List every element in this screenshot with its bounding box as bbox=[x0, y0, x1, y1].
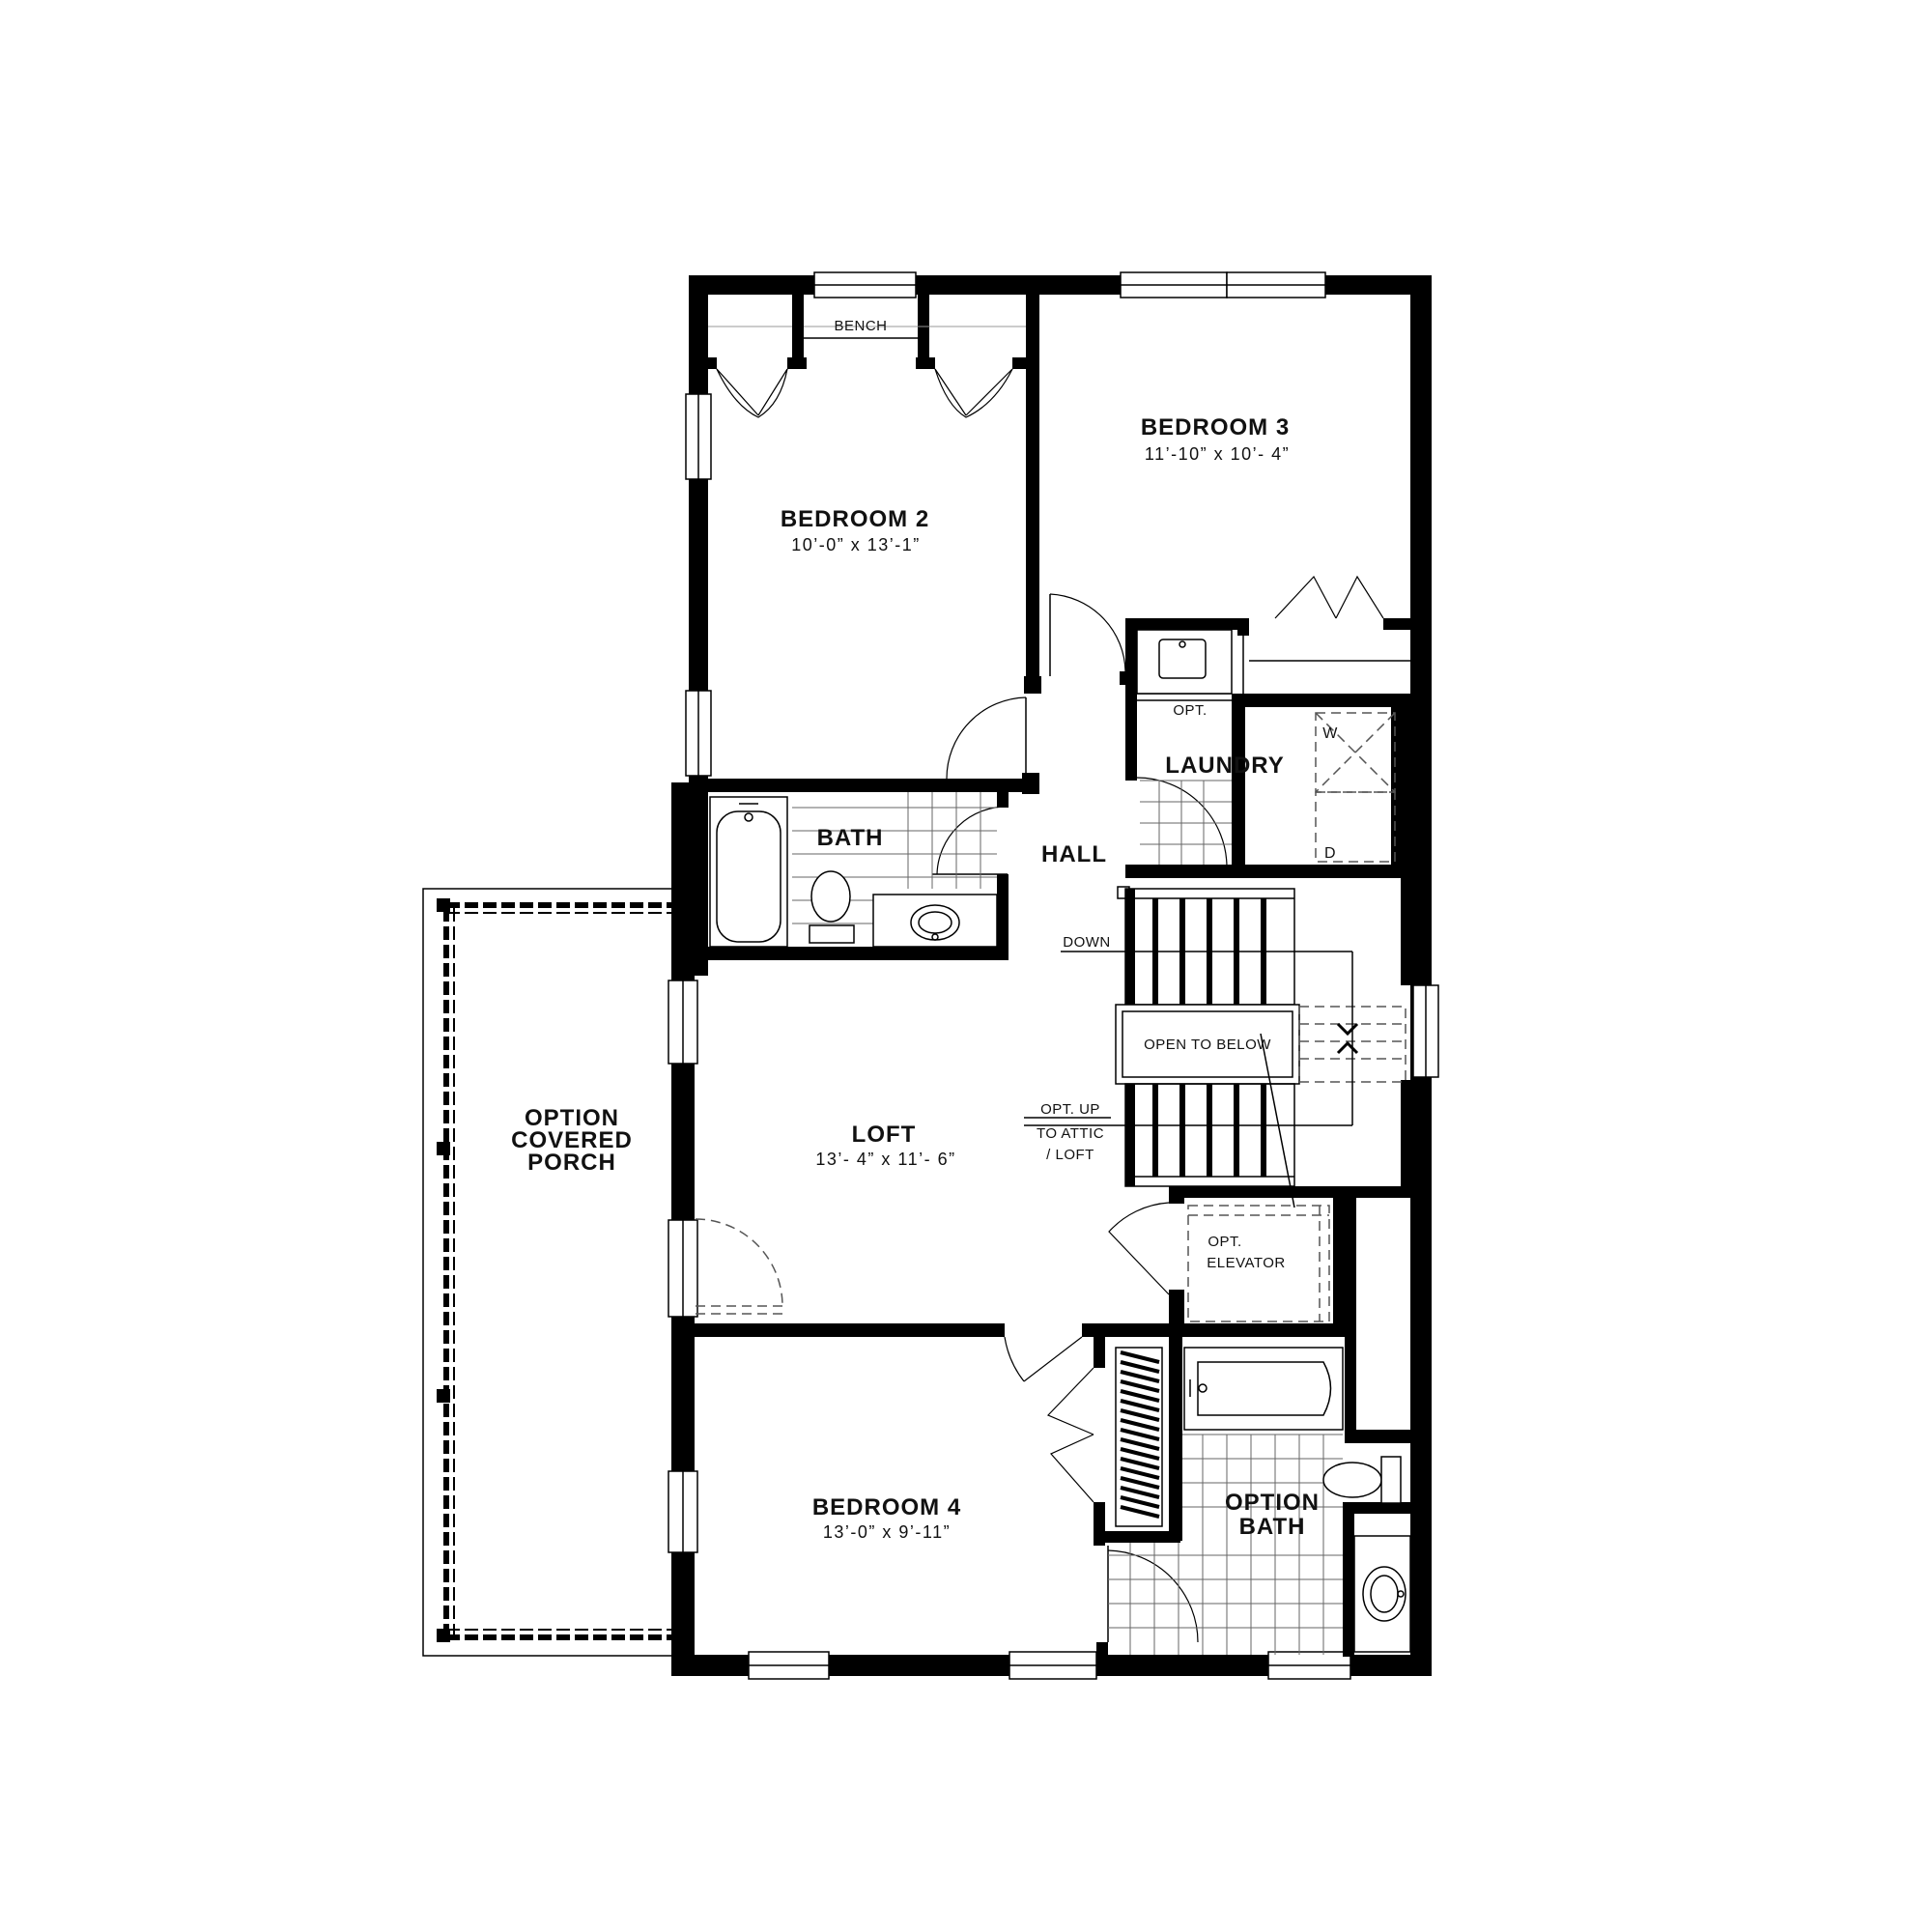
hall-name: HALL bbox=[1041, 841, 1107, 867]
laundry-fixtures: W D bbox=[1136, 629, 1396, 865]
windows bbox=[668, 271, 1439, 1680]
opt-up-label-1: OPT. UP bbox=[1040, 1101, 1100, 1118]
staircase: OPEN TO BELOW DOWN OPT. UP TO ATTIC / LO… bbox=[1024, 886, 1406, 1208]
bedroom4-dims: 13’-0” x 9’-11” bbox=[823, 1522, 951, 1542]
laundry-opt: OPT. bbox=[1173, 702, 1207, 719]
down-label: DOWN bbox=[1063, 934, 1111, 951]
covered-porch bbox=[422, 888, 675, 1657]
elevator-label-1: OPT. bbox=[1208, 1234, 1241, 1250]
bench-label: BENCH bbox=[834, 318, 887, 334]
bedroom3-name: BEDROOM 3 bbox=[1141, 414, 1290, 440]
porch-line1: OPTION bbox=[525, 1105, 619, 1131]
washer-label: W bbox=[1322, 725, 1338, 742]
open-to-below-label: OPEN TO BELOW bbox=[1144, 1037, 1271, 1053]
room-labels: BEDROOM 3 11’-10” x 10’- 4” BEDROOM 2 10… bbox=[511, 414, 1320, 1542]
loft-dims: 13’- 4” x 11’- 6” bbox=[815, 1150, 955, 1169]
bedroom3-closet-doors bbox=[1274, 575, 1384, 619]
elevator: OPT. ELEVATOR bbox=[1187, 1205, 1330, 1322]
interior-walls bbox=[671, 290, 1415, 1657]
loft-name: LOFT bbox=[852, 1122, 917, 1148]
bedroom4-name: BEDROOM 4 bbox=[812, 1494, 961, 1520]
option-bath-line2: BATH bbox=[1239, 1514, 1306, 1540]
option-bath-line1: OPTION bbox=[1225, 1490, 1320, 1516]
dryer-label: D bbox=[1324, 845, 1336, 862]
porch-line3: PORCH bbox=[527, 1150, 616, 1176]
opt-up-label-3: / LOFT bbox=[1046, 1147, 1094, 1163]
elevator-label-2: ELEVATOR bbox=[1207, 1255, 1286, 1271]
exterior-walls bbox=[671, 275, 1432, 1676]
bedroom2-dims: 10’-0” x 13’-1” bbox=[791, 535, 921, 554]
bedroom2-closets: BENCH bbox=[708, 318, 1026, 418]
porch-line2: COVERED bbox=[511, 1127, 633, 1153]
bath-fixtures bbox=[709, 792, 998, 948]
bedroom3-dims: 11’-10” x 10’- 4” bbox=[1145, 444, 1290, 464]
bedroom4-closet bbox=[1115, 1347, 1163, 1527]
option-bath-fixtures bbox=[1108, 1347, 1411, 1655]
bath-name: BATH bbox=[817, 825, 884, 851]
bedroom2-name: BEDROOM 2 bbox=[781, 506, 929, 532]
laundry-name: LAUNDRY bbox=[1165, 753, 1284, 779]
opt-up-label-2: TO ATTIC bbox=[1037, 1125, 1104, 1142]
